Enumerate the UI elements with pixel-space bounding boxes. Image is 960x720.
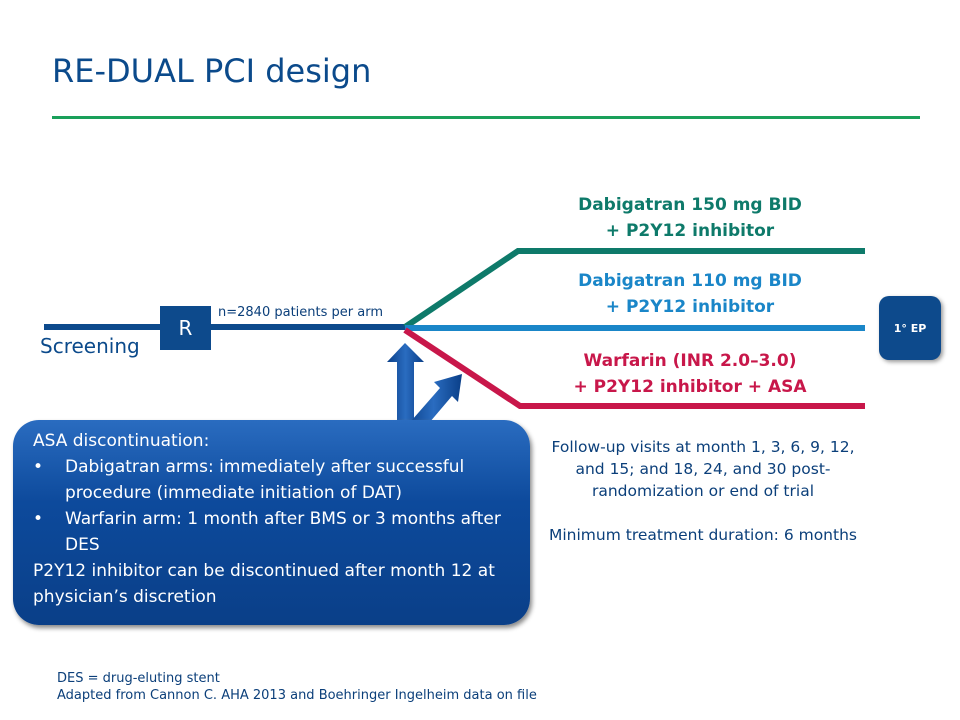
callout-footer: P2Y12 inhibitor can be discontinued afte… bbox=[33, 561, 495, 607]
arm-label-line: + P2Y12 inhibitor bbox=[605, 221, 775, 241]
arm-label-dabigatran-110: Dabigatran 110 mg BID + P2Y12 inhibitor bbox=[510, 268, 870, 320]
callout-bullet: •Warfarin arm: 1 month after BMS or 3 mo… bbox=[33, 506, 510, 558]
arm-label-dabigatran-150: Dabigatran 150 mg BID + P2Y12 inhibitor bbox=[510, 192, 870, 244]
arm-label-line: + P2Y12 inhibitor + ASA bbox=[573, 377, 807, 397]
randomization-box: R bbox=[160, 306, 211, 350]
n-label: n=2840 patients per arm bbox=[218, 305, 383, 320]
arm-label-line: Dabigatran 150 mg BID bbox=[578, 195, 802, 215]
title-divider bbox=[52, 116, 920, 119]
callout-bullet: •Dabigatran arms: immediately after succ… bbox=[33, 454, 510, 506]
screening-label: Screening bbox=[40, 334, 140, 358]
primary-endpoint-box: 1° EP bbox=[879, 296, 941, 360]
min-duration-text: Minimum treatment duration: 6 months bbox=[549, 526, 857, 544]
footnote: Adapted from Cannon C. AHA 2013 and Boeh… bbox=[57, 688, 537, 703]
footnotes: DES = drug-eluting stent Adapted from Ca… bbox=[57, 670, 537, 704]
arm-label-warfarin: Warfarin (INR 2.0–3.0) + P2Y12 inhibitor … bbox=[510, 348, 870, 400]
bullet-text: Dabigatran arms: immediately after succe… bbox=[65, 457, 465, 503]
arrow-up-icon bbox=[387, 343, 424, 425]
arm-line-dabigatran-150 bbox=[403, 248, 865, 330]
followup-notes: Follow-up visits at month 1, 3, 6, 9, 12… bbox=[538, 436, 868, 546]
arm-label-line: + P2Y12 inhibitor bbox=[605, 297, 775, 317]
arm-line-warfarin bbox=[403, 327, 865, 409]
arm-label-line: Warfarin (INR 2.0–3.0) bbox=[583, 351, 797, 371]
slide-title: RE-DUAL PCI design bbox=[52, 52, 372, 90]
footnote: DES = drug-eluting stent bbox=[57, 671, 220, 686]
arm-label-line: Dabigatran 110 mg BID bbox=[578, 271, 802, 291]
asa-discontinuation-callout: ASA discontinuation: •Dabigatran arms: i… bbox=[13, 420, 530, 625]
followup-text: Follow-up visits at month 1, 3, 6, 9, 12… bbox=[551, 438, 855, 500]
callout-heading: ASA discontinuation: bbox=[33, 431, 210, 451]
bullet-text: Warfarin arm: 1 month after BMS or 3 mon… bbox=[65, 509, 501, 555]
